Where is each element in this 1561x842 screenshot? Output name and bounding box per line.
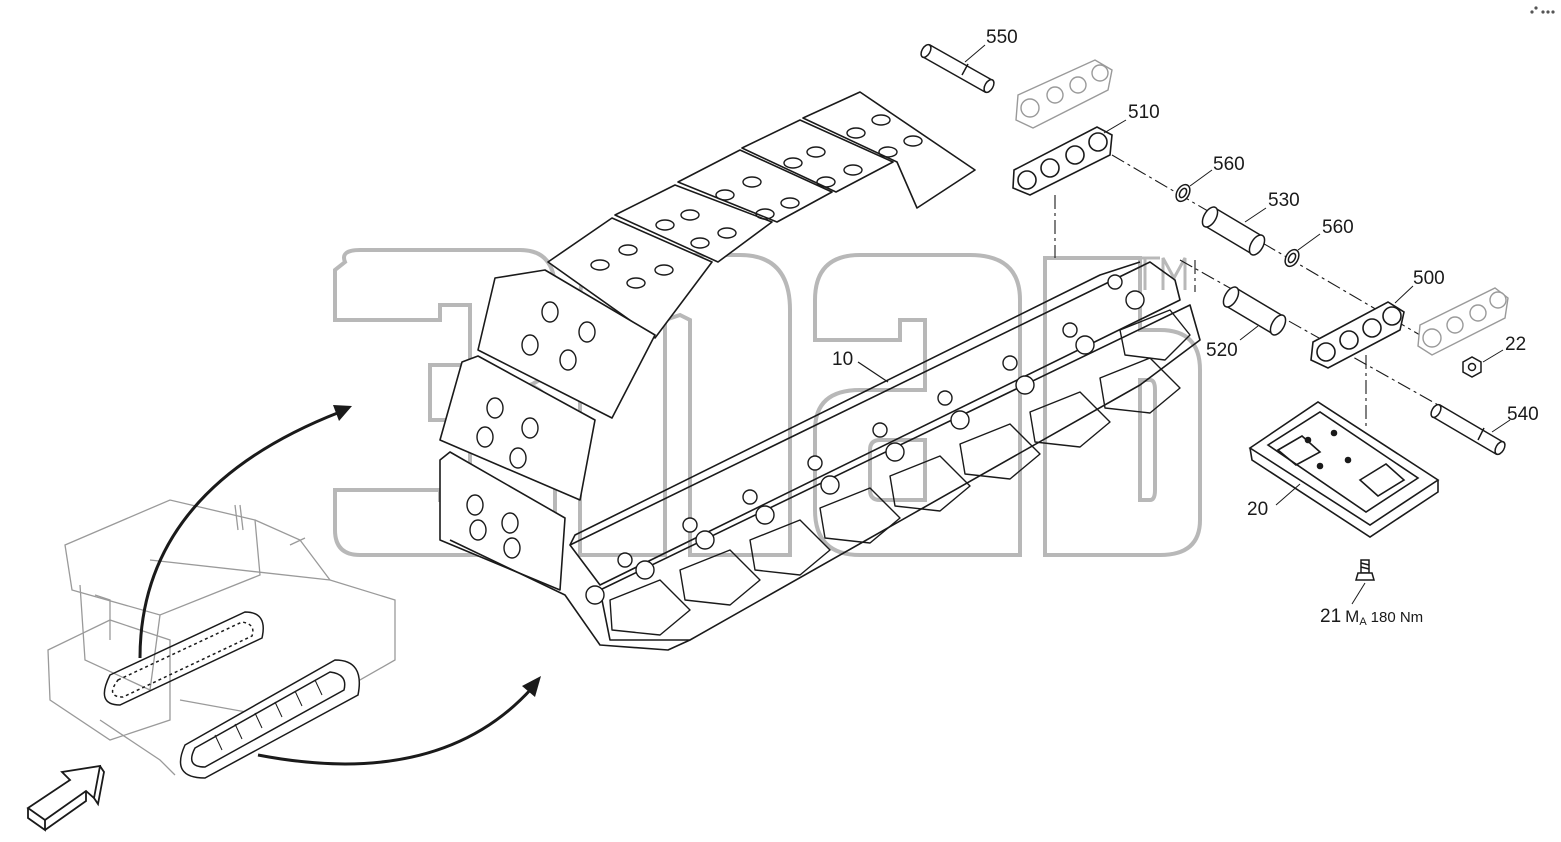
callout-10: 10 [832, 349, 854, 370]
leader-line-20 [1275, 483, 1301, 506]
leader-line-550 [964, 44, 986, 63]
arrowhead-lower [522, 676, 541, 697]
leader-line-10 [857, 361, 889, 383]
track-shoe-20 [1248, 401, 1440, 538]
callout-20: 20 [1247, 499, 1269, 520]
more-options-icon[interactable] [1529, 4, 1555, 16]
torque-subscript: A [1359, 616, 1367, 628]
torque-symbol: M [1345, 607, 1360, 626]
pointer-arrow-lower [257, 686, 534, 766]
leader-line-22 [1482, 349, 1504, 363]
leader-line-530 [1244, 207, 1267, 223]
callout-520: 520 [1206, 340, 1238, 361]
track-chain-assembly [439, 91, 1201, 651]
pointer-arrow-upper [138, 410, 341, 659]
seal-ring-560-lower [1284, 248, 1300, 268]
pin-540 [1430, 403, 1506, 456]
track-pad [547, 217, 713, 339]
callout-22: 22 [1505, 334, 1527, 355]
track-pad [439, 355, 596, 501]
link-500 [1310, 301, 1405, 369]
track-pad [477, 269, 656, 419]
view-direction-arrow [26, 764, 105, 832]
trademark-symbol [1130, 256, 1187, 290]
bushing-530 [1201, 206, 1266, 256]
track-unit-lower [179, 659, 360, 779]
callout-21: 21 [1320, 606, 1342, 627]
torque-value: 180 Nm [1370, 609, 1424, 626]
track-unit-upper [103, 611, 264, 706]
leader-line-21 [1351, 582, 1366, 605]
leader-line-560b [1297, 233, 1321, 251]
leader-line-540 [1491, 419, 1511, 433]
track-pad [677, 149, 833, 223]
callout-560-upper: 560 [1213, 154, 1245, 175]
leader-line-520 [1239, 325, 1259, 341]
pin-550 [920, 43, 995, 94]
ghost-link-lower [1417, 287, 1509, 356]
callout-500: 500 [1413, 268, 1445, 289]
callout-540: 540 [1507, 404, 1539, 425]
bushing-520 [1222, 286, 1287, 336]
callout-530: 530 [1268, 190, 1300, 211]
callout-550: 550 [986, 27, 1018, 48]
leader-line-510 [1103, 119, 1127, 134]
centre-lines [1054, 154, 1466, 428]
track-pad [614, 184, 773, 263]
bolt-21 [1355, 559, 1375, 581]
ghost-link-upper [1015, 59, 1113, 129]
leader-line-500 [1394, 285, 1414, 304]
callout-510: 510 [1128, 102, 1160, 123]
leader-line-560a [1189, 169, 1213, 187]
callout-560-lower: 560 [1322, 217, 1354, 238]
seal-ring-560-upper [1175, 183, 1191, 203]
nut-22 [1462, 356, 1482, 378]
paver-machine-overview [47, 499, 396, 776]
track-pad [741, 119, 894, 193]
arrowhead-upper [333, 405, 352, 421]
link-510 [1012, 126, 1113, 196]
